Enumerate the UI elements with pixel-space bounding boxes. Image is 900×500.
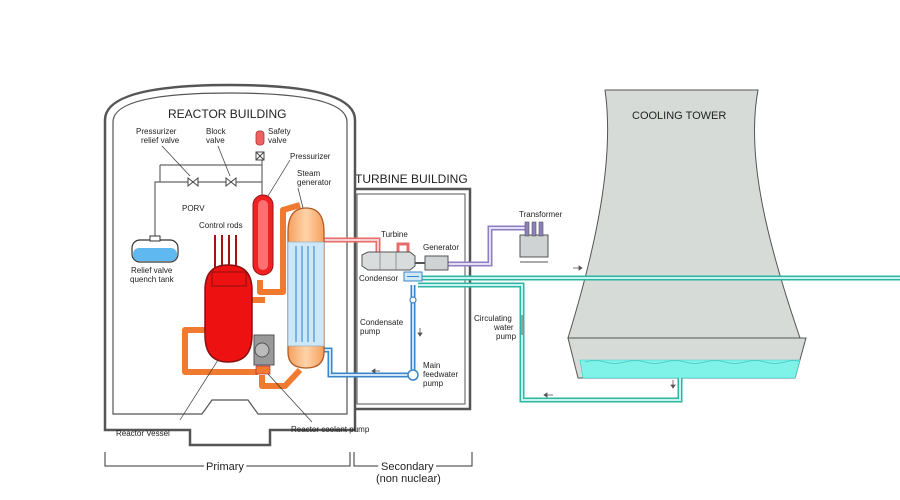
label-transformer: Transformer [519,210,563,219]
label-condensate-pump: Condensate pump [360,318,405,336]
porv-valve [187,176,199,188]
transformer [519,221,549,263]
label-porv: PORV [182,204,205,213]
label-condensor: Condensor [359,274,398,283]
pressurizer [252,194,274,276]
steam-generator [287,207,325,369]
label-relief-valve-quench-tank: Relief valve quench tank [130,266,175,284]
generator [415,255,449,271]
relief-valve-quench-tank [131,235,179,263]
condensor [403,271,423,282]
steam-line [322,237,410,252]
condensate-pump [409,296,417,304]
label-main-feedwater-pump: Main feedwater pump [423,361,460,388]
reactor-vessel [204,264,253,363]
label-generator: Generator [423,243,459,252]
section-secondary-label: Secondary (non nuclear) [376,461,441,485]
power-line [448,225,525,267]
reactor-coolant-pump [253,334,275,375]
relief-piping [154,160,263,244]
turbine-building-title: TURBINE BUILDING [355,172,468,186]
turbine [361,251,416,271]
label-circulating-water-pump: Circulating water pump [474,314,517,341]
section-brackets [104,452,473,467]
tower-water-basin [579,359,801,379]
label-safety-valve: Safety valve [268,127,293,145]
label-pressurizer: Pressurizer [290,152,331,161]
flow-arrows [371,265,676,398]
label-control-rods: Control rods [199,221,243,230]
primary-coolant-loop [182,202,303,389]
circulating-water-loop [410,275,900,403]
main-feedwater-pump [407,369,419,381]
cooling-tower-title: COOLING TOWER [632,110,726,122]
label-steam-generator: Steam generator [297,169,332,187]
cooling-tower: COOLING TOWER [567,89,807,379]
label-reactor-vessel: Reactor Vessel [116,429,170,438]
leader-lines [161,145,313,423]
component-labels: Pressurizer relief valve Block valve Saf… [116,127,563,438]
section-primary-label: Primary [206,461,244,473]
label-pressurizer-relief-valve: Pressurizer relief valve [136,127,180,145]
label-reactor-coolant-pump: Reactor coolant pump [291,425,370,434]
safety-valve [255,130,265,161]
label-turbine: Turbine [381,230,408,239]
reactor-building-title: REACTOR BUILDING [168,107,286,121]
block-valve [225,176,237,188]
label-block-valve: Block valve [206,127,228,145]
feedwater-loop [322,285,416,378]
